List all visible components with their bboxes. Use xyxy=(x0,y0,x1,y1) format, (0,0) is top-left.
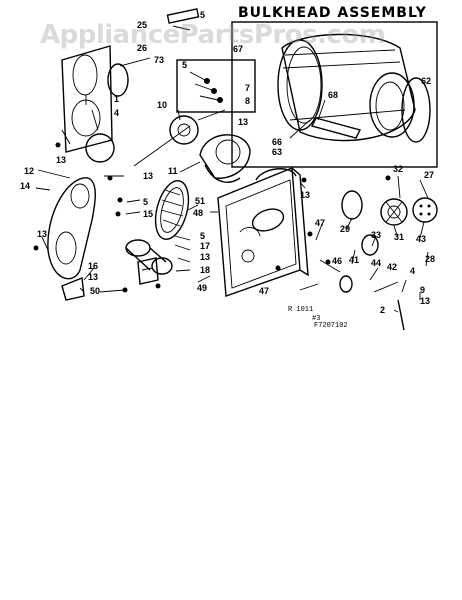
callout-label: 13 xyxy=(143,171,154,181)
callout-label: 10 xyxy=(157,100,168,110)
figure-note-b: #3 xyxy=(312,315,321,323)
callout-label: 42 xyxy=(387,262,398,272)
callout-label: 67 xyxy=(233,44,244,54)
callout-label: 46 xyxy=(332,256,343,266)
diagram-title: BULKHEAD ASSEMBLY xyxy=(238,5,427,21)
callout-label: 73 xyxy=(154,55,165,65)
callout-label: 13 xyxy=(238,117,249,127)
leader-lines xyxy=(35,25,429,313)
callout-label: 47 xyxy=(315,218,326,228)
callout-label: 1 xyxy=(114,94,120,104)
spring-part xyxy=(397,299,405,331)
callout-label: 8 xyxy=(245,96,251,106)
callout-label: 4 xyxy=(410,266,416,276)
figure-note-a: R 1011 xyxy=(288,306,314,314)
callout-label: 9 xyxy=(420,285,426,295)
lint-duct-part xyxy=(47,177,96,280)
callout-label: 63 xyxy=(272,147,283,157)
callout-label: 48 xyxy=(193,208,204,218)
idler-pulley-part xyxy=(380,198,408,226)
callout-label: 66 xyxy=(272,137,283,147)
callout-label: 17 xyxy=(200,241,211,251)
callout-label: 33 xyxy=(371,230,382,240)
mounting-plate-part xyxy=(412,197,438,223)
callout-label: 31 xyxy=(394,232,405,242)
callout-label: 49 xyxy=(197,283,208,293)
callout-label: 26 xyxy=(137,43,148,53)
figure-code: F7207102 xyxy=(314,322,348,330)
callout-label: 32 xyxy=(393,164,404,174)
shaft-part xyxy=(373,281,399,293)
callout-label: 27 xyxy=(424,170,435,180)
callout-label: 16 xyxy=(88,261,99,271)
drum-detail-box xyxy=(231,21,438,168)
callout-label: 5 xyxy=(200,10,206,20)
callout-label: 5 xyxy=(200,231,206,241)
front-panel-part xyxy=(61,45,129,163)
vent-slot-part xyxy=(166,8,200,24)
callout-label: 62 xyxy=(421,76,432,86)
callout-label: 5 xyxy=(143,197,149,207)
callout-label: 7 xyxy=(245,83,251,93)
callout-label: 68 xyxy=(328,90,339,100)
seal-ring-part xyxy=(341,190,363,220)
callout-label: 5 xyxy=(182,60,188,70)
callout-label: 18 xyxy=(200,265,211,275)
callout-label: 47 xyxy=(259,286,270,296)
bearing-part xyxy=(361,234,379,256)
callout-label: 2 xyxy=(380,305,386,315)
blower-housing-part xyxy=(199,134,251,183)
blower-wheel-part xyxy=(169,109,226,145)
callout-label: 28 xyxy=(425,254,436,264)
callout-label: 29 xyxy=(340,224,351,234)
callout-label: 4 xyxy=(114,108,120,118)
duct-bracket-part xyxy=(61,277,85,301)
drum-part xyxy=(277,33,431,143)
drum-roller-part xyxy=(339,275,353,293)
callout-label: 51 xyxy=(195,196,206,206)
callout-label: 50 xyxy=(90,286,101,296)
callout-label: 41 xyxy=(349,255,360,265)
callout-label: 44 xyxy=(371,258,382,268)
callout-label: 25 xyxy=(137,20,148,30)
callout-label: 13 xyxy=(56,155,67,165)
callout-label: 11 xyxy=(168,166,178,176)
screw-markers xyxy=(33,142,391,293)
screw-detail-box xyxy=(176,59,256,113)
callout-label: 13 xyxy=(300,190,311,200)
callout-label: 13 xyxy=(37,229,48,239)
callout-label: 13 xyxy=(200,252,211,262)
callout-label: 13 xyxy=(88,272,99,282)
watermark-text: AppliancePartsPros.com xyxy=(40,20,386,50)
callout-label: 43 xyxy=(416,234,427,244)
exhaust-duct-part xyxy=(125,239,173,275)
thermostat-bracket-part xyxy=(137,257,159,285)
callout-label: 13 xyxy=(420,296,431,306)
bulkhead-panel-part xyxy=(217,166,309,297)
lint-screen-part xyxy=(154,180,190,240)
callout-label: 12 xyxy=(24,166,35,176)
callout-label: 14 xyxy=(20,181,31,191)
callout-label: 15 xyxy=(143,209,154,219)
screw-parts xyxy=(189,71,223,103)
